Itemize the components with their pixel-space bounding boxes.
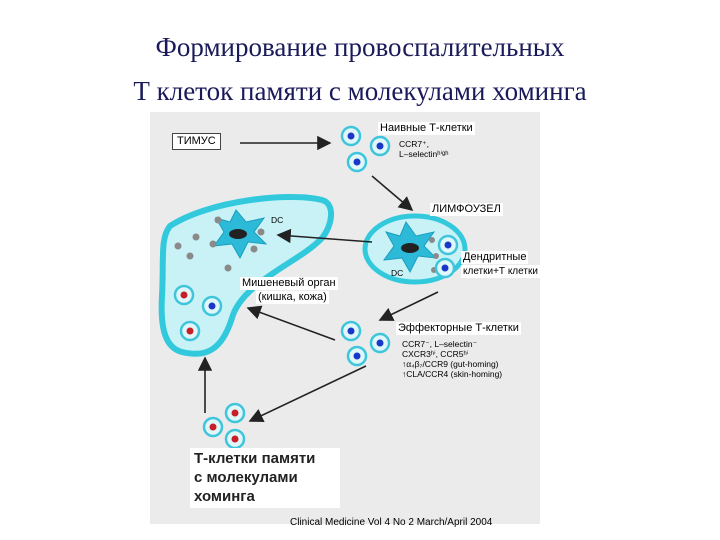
dc-node-label: DC [389, 268, 405, 278]
t-cell-blue [342, 127, 360, 145]
dendritic-label-2: клетки+Т клетки [461, 265, 540, 278]
target-organ-label-2: (кишка, кожа) [256, 291, 329, 304]
lymph-node-label: ЛИМФОУЗЕЛ [430, 203, 503, 216]
effector-label: Эффекторные Т-клетки [396, 322, 521, 335]
memory-label-3: хоминга [190, 486, 259, 507]
naive-markers-2: L–selectinʰⁱᵍʰ [397, 149, 451, 159]
citation: Clinical Medicine Vol 4 No 2 March/April… [288, 516, 494, 529]
effector-markers-3: ↑α₄β₇/CCR9 (gut-homing) [400, 359, 501, 369]
t-cell-blue [371, 137, 389, 155]
t-cell-red [175, 286, 193, 304]
t-cell-red [226, 430, 244, 448]
arrow-naive-to-node [372, 176, 412, 210]
effector-t-cells [342, 322, 389, 365]
target-organ-label-1: Мишеневый орган [240, 277, 338, 290]
t-cell-blue [348, 347, 366, 365]
t-cell-red [181, 322, 199, 340]
t-cell-blue [348, 153, 366, 171]
t-cell-red [226, 404, 244, 422]
t-cell-blue [371, 334, 389, 352]
memory-label-2: с молекулами [190, 467, 302, 488]
effector-markers-4: ↑CLA/CCR4 (skin-homing) [400, 369, 504, 379]
effector-markers-2: CXCR3ʰⁱ, CCR5ʰⁱ [400, 349, 470, 359]
arrow-effector-to-memory [250, 366, 366, 421]
effector-markers-1: CCR7⁻, L–selectin⁻ [400, 339, 479, 349]
t-cell-blue [203, 297, 221, 315]
naive-markers-1: CCR7⁺, [397, 139, 431, 149]
naive-t-cells-label: Наивные Т-клетки [378, 122, 475, 135]
t-cell-blue [439, 236, 457, 254]
dendritic-label-1: Дендритные [461, 251, 528, 264]
dc-tissue-label: DC [269, 215, 285, 225]
memory-label-1: Т-клетки памяти [190, 448, 319, 469]
arrow-node-to-effector [380, 292, 438, 320]
t-cell-red [204, 418, 222, 436]
t-cell-blue [342, 322, 360, 340]
memory-t-cells [204, 404, 244, 448]
t-cell-blue [436, 259, 454, 277]
arrow-effector-to-tissue [248, 308, 335, 340]
thymus-label: ТИМУС [172, 133, 221, 150]
